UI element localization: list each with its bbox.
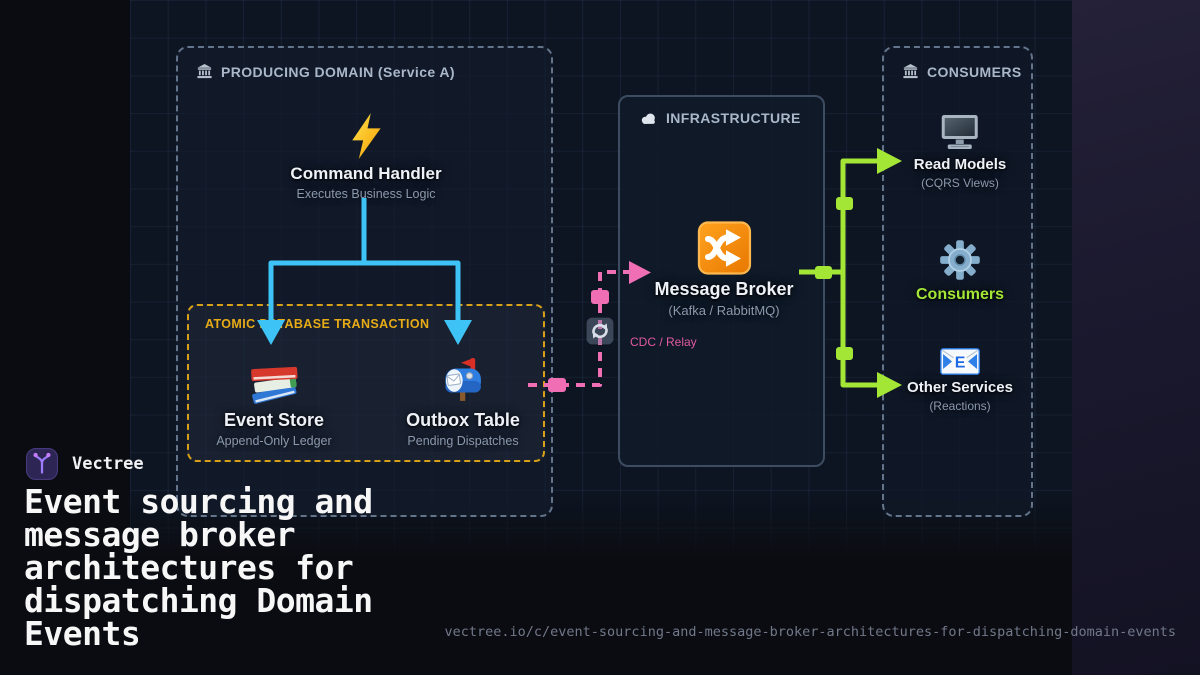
gear-icon bbox=[938, 238, 982, 282]
event-store-title: Event Store bbox=[223, 410, 325, 430]
brand-block: Vectree bbox=[26, 448, 144, 480]
message-broker-node: Message Broker (Kafka / RabbitMQ) bbox=[654, 221, 794, 318]
command-handler-node: Command Handler Executes Business Logic bbox=[290, 112, 442, 201]
books-icon bbox=[247, 354, 301, 406]
read-models-node: Read Models (CQRS Views) bbox=[913, 114, 1007, 190]
page-title: Event sourcing and message broker archit… bbox=[24, 482, 373, 653]
mailbox-icon bbox=[440, 354, 486, 406]
command-handler-title: Command Handler bbox=[290, 164, 442, 183]
infrastructure-label: INFRASTRUCTURE bbox=[666, 110, 801, 126]
outbox-table-title: Outbox Table bbox=[406, 410, 520, 430]
other-services-title: Other Services bbox=[907, 379, 1013, 396]
outbox-table-subtitle: Pending Dispatches bbox=[407, 434, 519, 448]
read-models-subtitle: (CQRS Views) bbox=[921, 176, 999, 190]
consumers-node-title: Consumers bbox=[915, 286, 1005, 303]
vectree-branch-icon bbox=[26, 448, 58, 480]
read-models-title: Read Models bbox=[913, 156, 1007, 173]
lightning-bolt-icon bbox=[348, 112, 384, 160]
infrastructure-panel: INFRASTRUCTURE Message Broker (Kafka / R… bbox=[618, 95, 825, 467]
producing-domain-header: PRODUCING DOMAIN (Service A) bbox=[196, 63, 455, 80]
message-broker-title: Message Broker bbox=[654, 279, 794, 299]
producing-domain-panel: PRODUCING DOMAIN (Service A) Command Han… bbox=[176, 46, 553, 517]
consumers-label: CONSUMERS bbox=[927, 63, 1022, 80]
svg-text:E: E bbox=[955, 355, 966, 372]
event-store-subtitle: Append-Only Ledger bbox=[216, 434, 332, 448]
consumers-header: CONSUMERS bbox=[902, 63, 1022, 80]
infrastructure-header: INFRASTRUCTURE bbox=[640, 110, 801, 126]
event-store-node: Event Store Append-Only Ledger bbox=[216, 354, 332, 448]
classical-building-icon bbox=[196, 63, 213, 80]
footer-url: vectree.io/c/event-sourcing-and-message-… bbox=[444, 624, 1177, 640]
atomic-transaction-panel: ATOMIC DATABASE TRANSACTION Event Store … bbox=[187, 304, 545, 462]
cloud-icon bbox=[640, 112, 658, 125]
producing-domain-label: PRODUCING DOMAIN (Service A) bbox=[221, 63, 455, 80]
message-broker-subtitle: (Kafka / RabbitMQ) bbox=[668, 303, 780, 318]
other-services-subtitle: (Reactions) bbox=[929, 399, 991, 413]
classical-building-icon bbox=[902, 63, 919, 80]
desktop-computer-icon bbox=[939, 114, 981, 152]
email-icon: E bbox=[940, 348, 980, 375]
consumers-panel: CONSUMERS Read Models (CQRS Views) bbox=[882, 46, 1033, 517]
brand-name: Vectree bbox=[72, 454, 144, 474]
right-gradient-panel bbox=[1072, 0, 1200, 675]
cdc-relay-label: CDC / Relay bbox=[630, 335, 697, 349]
command-handler-subtitle: Executes Business Logic bbox=[296, 187, 436, 201]
outbox-table-node: Outbox Table Pending Dispatches bbox=[406, 354, 520, 448]
consumers-node: Consumers bbox=[916, 238, 1004, 304]
refresh-arrows-icon bbox=[586, 317, 614, 345]
atomic-transaction-label: ATOMIC DATABASE TRANSACTION bbox=[205, 317, 430, 331]
other-services-node: E Other Services (Reactions) bbox=[907, 348, 1013, 413]
shuffle-icon bbox=[697, 221, 751, 275]
